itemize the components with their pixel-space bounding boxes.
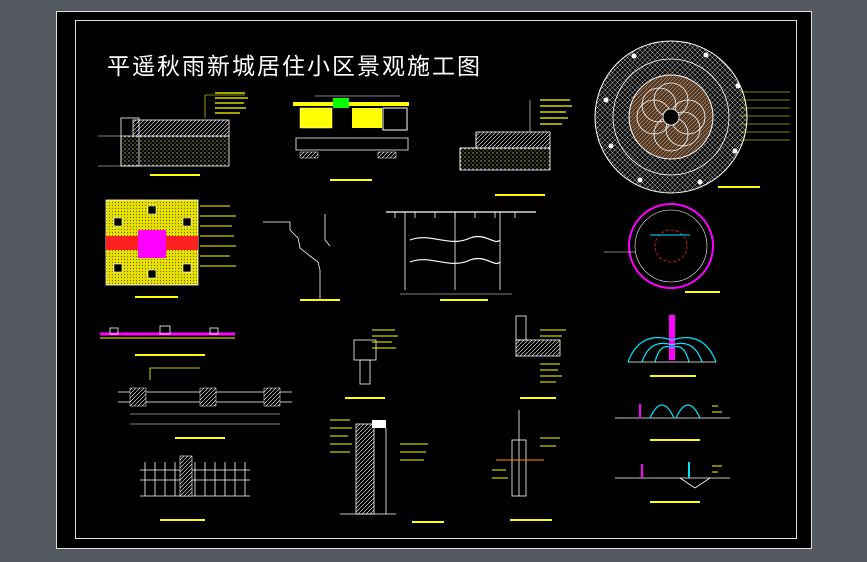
paving-pattern-plan — [105, 199, 236, 298]
wall-cap-detail — [515, 315, 566, 399]
path-plan-detail — [118, 367, 292, 439]
jet-section-1-detail — [615, 404, 730, 441]
wall-section-detail — [330, 419, 444, 523]
pave-section-detail — [98, 92, 248, 176]
fountain-pool-plan — [604, 203, 720, 293]
drawing-inner-border — [75, 20, 797, 539]
lamp-base-detail — [345, 329, 398, 399]
fence-elevation — [140, 455, 250, 521]
drawing-title: 平遥秋雨新城居住小区景观施工图 — [107, 54, 482, 80]
pipe-detail — [492, 410, 560, 521]
pergola-elevation — [386, 211, 536, 301]
slope-profile-detail — [263, 214, 340, 301]
curb-sections-detail — [100, 325, 235, 356]
stair-section-detail — [459, 99, 572, 196]
jet-section-2-detail — [615, 462, 730, 503]
tree-pool-detail — [293, 95, 409, 181]
circular-plaza-plan — [594, 40, 790, 194]
fountain-elevation — [627, 315, 717, 377]
